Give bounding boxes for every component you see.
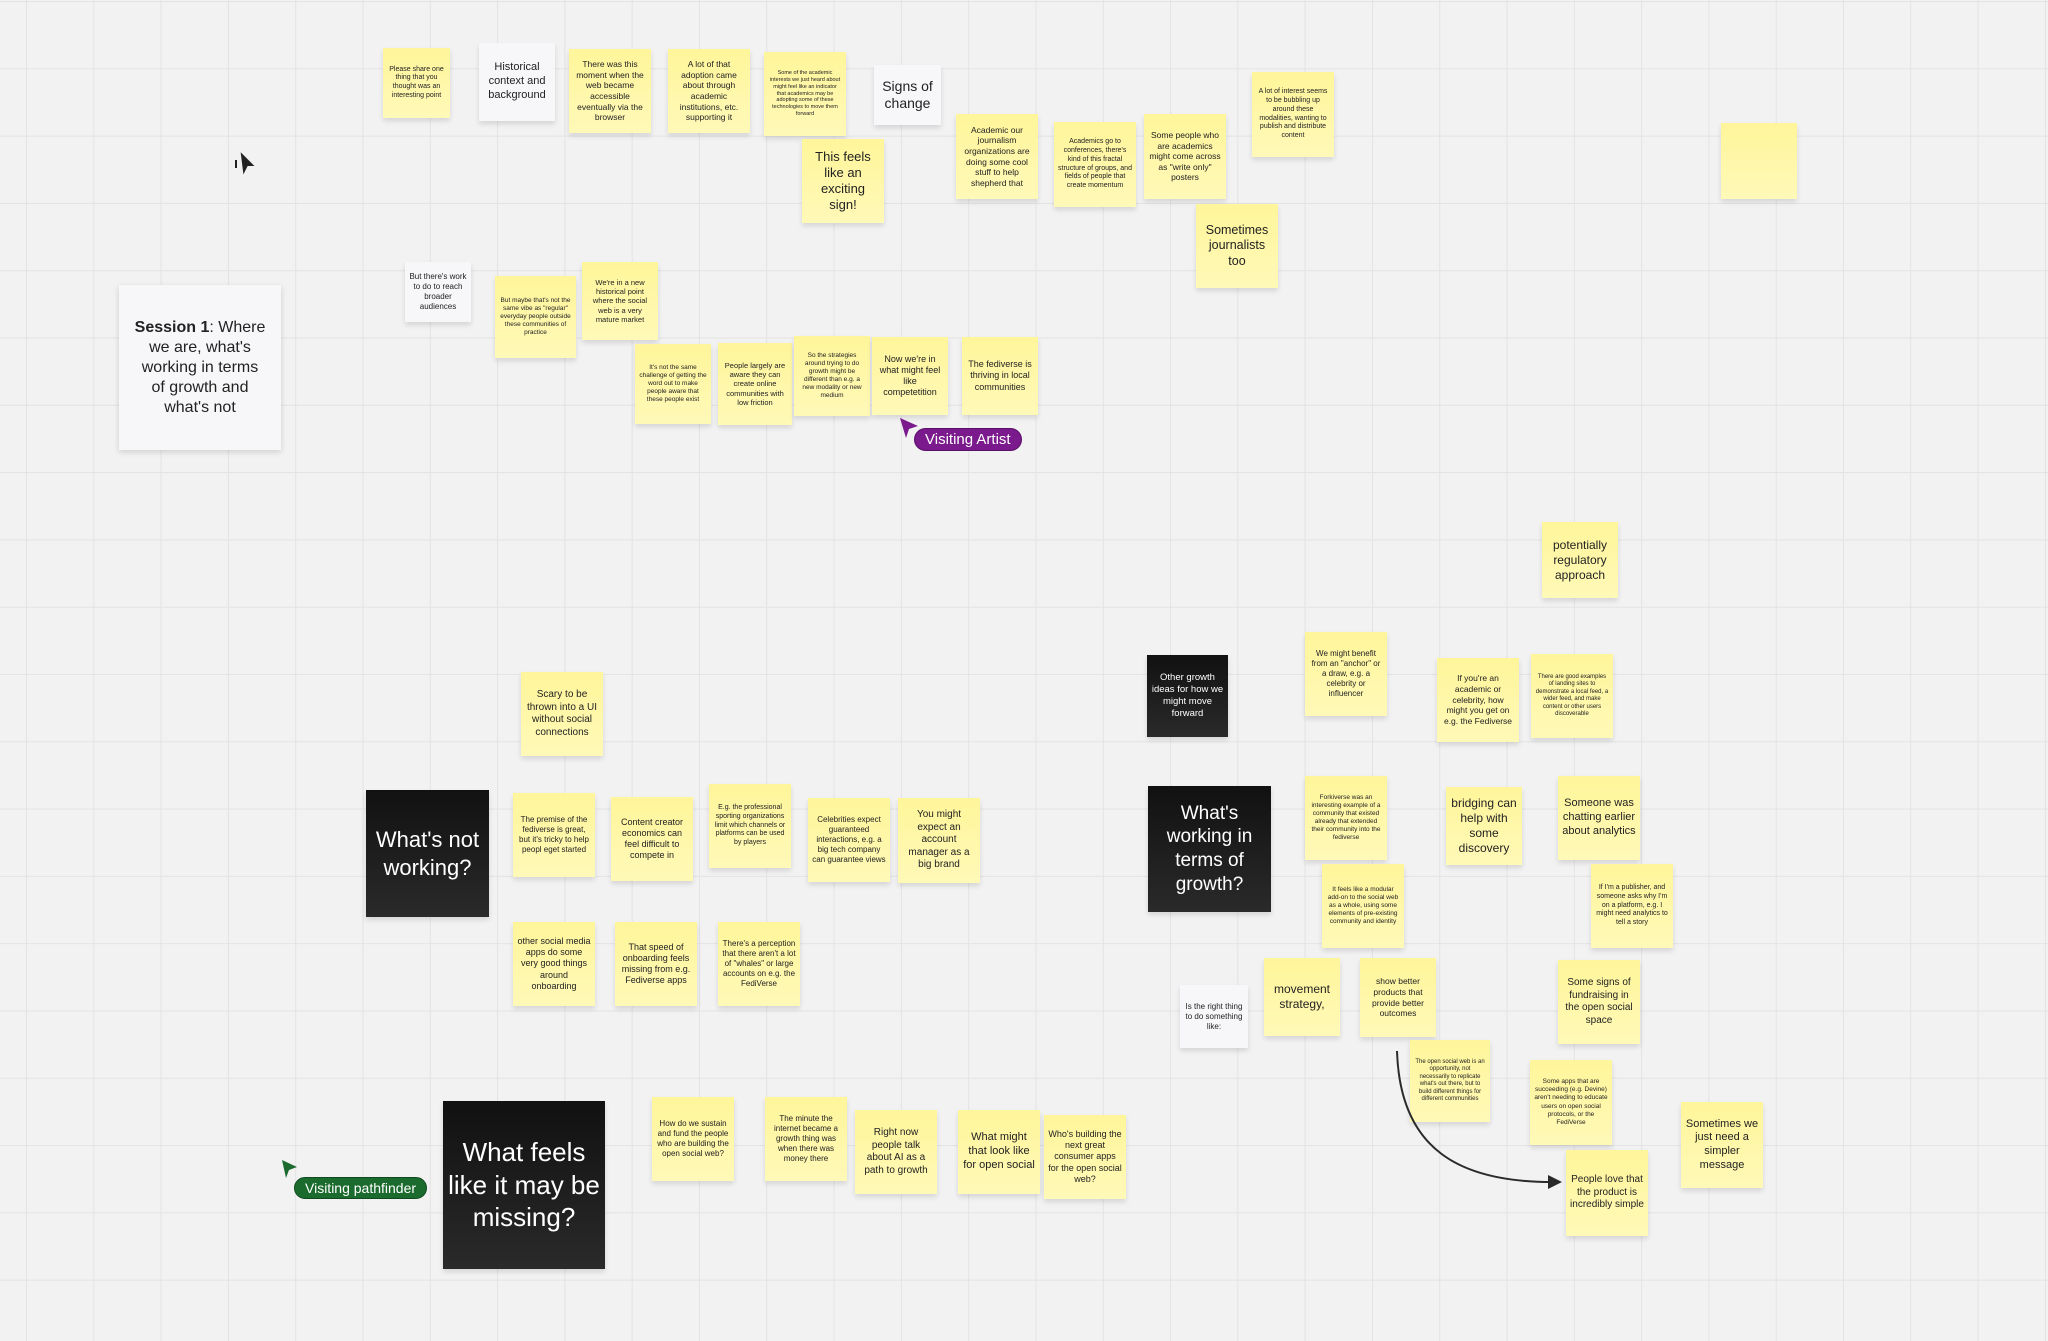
sticky-note[interactable]: Celebrities expect guaranteed interactio… [808,798,890,882]
signs-header[interactable]: Signs of change [874,65,941,125]
sticky-note[interactable]: How do we sustain and fund the people wh… [652,1097,734,1181]
sticky-note[interactable]: Please share one thing that you thought … [383,48,450,118]
pathfinder-cursor-icon [282,1160,297,1178]
sticky-note[interactable]: There was this moment when the web becam… [569,49,651,133]
sticky-note[interactable]: Now we're in what might feel like compet… [872,337,948,415]
missing-header[interactable]: What feels like it may be missing? [443,1101,605,1269]
sticky-note[interactable]: If I'm a publisher, and someone asks why… [1591,864,1673,948]
other-growth-header[interactable]: Other growth ideas for how we might move… [1147,655,1228,737]
sticky-note[interactable]: Content creator economics can feel diffi… [611,797,693,881]
sticky-note[interactable]: other social media apps do some very goo… [513,922,595,1006]
sticky-note[interactable]: So the strategies around trying to do gr… [794,336,870,416]
sticky-note[interactable]: potentially regulatory approach [1542,522,1618,598]
sticky-note[interactable]: It feels like a modular add-on to the so… [1322,864,1404,948]
sticky-note[interactable]: Some people who are academics might come… [1144,114,1226,199]
session-title-card[interactable]: Session 1: Where we are, what's working … [119,285,281,450]
sticky-note[interactable]: But maybe that's not the same vibe as "r… [495,276,576,358]
local-cursor-icon [235,152,255,175]
sticky-note[interactable]: Right now people talk about AI as a path… [855,1110,937,1194]
sticky-note[interactable]: This feels like an exciting sign! [802,139,884,223]
sticky-note[interactable]: The fediverse is thriving in local commu… [962,337,1038,415]
sticky-note[interactable]: We might benefit from an "anchor" or a d… [1305,632,1387,716]
sticky-note[interactable]: It's not the same challenge of getting t… [635,344,711,424]
sticky-note[interactable]: Who's building the next great consumer a… [1044,1115,1126,1199]
sticky-note[interactable]: A lot of interest seems to be bubbling u… [1252,72,1334,157]
sticky-note[interactable]: Some signs of fundraising in the open so… [1558,960,1640,1044]
sticky-note[interactable]: Some apps that are succeeding (e.g. Devi… [1530,1060,1612,1145]
collaborator-label-pathfinder: Visiting pathfinder [294,1177,428,1199]
sticky-note[interactable]: Sometimes journalists too [1196,204,1278,288]
sticky-note[interactable]: The premise of the fediverse is great, b… [513,793,595,877]
sticky-note[interactable]: People largely are aware they can create… [718,343,792,425]
sticky-note[interactable]: show better products that provide better… [1360,958,1436,1037]
sticky-note[interactable]: That speed of onboarding feels missing f… [615,922,697,1006]
sticky-note[interactable]: Some of the academic interests we just h… [764,52,846,136]
historical-header[interactable]: Historical context and background [479,43,555,121]
sticky-note[interactable]: Scary to be thrown into a UI without soc… [521,672,603,756]
collaborator-label-artist: Visiting Artist [914,428,1022,451]
sticky-note[interactable]: Academics go to conferences, there's kin… [1054,122,1136,207]
sticky-note[interactable]: movement strategy, [1264,958,1340,1036]
sticky-note[interactable]: The open social web is an opportunity, n… [1410,1040,1490,1122]
arrowhead-icon [1548,1175,1562,1189]
session-title: Session 1: Where we are, what's working … [134,318,266,416]
sticky-note[interactable]: There are good examples of landing sites… [1531,654,1613,738]
sticky-note[interactable]: You might expect an account manager as a… [898,798,980,883]
sticky-note[interactable]: bridging can help with some discovery [1446,787,1522,865]
right-thing-card[interactable]: Is the right thing to do something like: [1180,985,1248,1048]
sticky-note[interactable]: Academic our journalism organizations ar… [956,114,1038,199]
sticky-note[interactable]: People love that the product is incredib… [1566,1150,1648,1236]
sticky-note[interactable]: What might that look like for open socia… [958,1110,1040,1194]
sticky-note[interactable]: Sometimes we just need a simpler message [1681,1102,1763,1188]
sticky-note[interactable]: The minute the internet became a growth … [765,1097,847,1181]
empty-sticky-note[interactable] [1721,123,1797,199]
working-header[interactable]: What's working in terms of growth? [1148,786,1271,912]
sticky-note[interactable]: We're in a new historical point where th… [582,262,658,340]
sticky-note[interactable]: If you're an academic or celebrity, how … [1437,658,1519,742]
sticky-note[interactable]: Forkiverse was an interesting example of… [1305,776,1387,860]
sticky-note[interactable]: Someone was chatting earlier about analy… [1558,776,1640,860]
sticky-note[interactable]: A lot of that adoption came about throug… [668,49,750,133]
broader-audiences-card[interactable]: But there's work to do to reach broader … [405,262,471,322]
not-working-header[interactable]: What's not working? [366,790,489,917]
sticky-note[interactable]: E.g. the professional sporting organizat… [709,784,791,868]
sticky-note[interactable]: There's a perception that there aren't a… [718,922,800,1006]
